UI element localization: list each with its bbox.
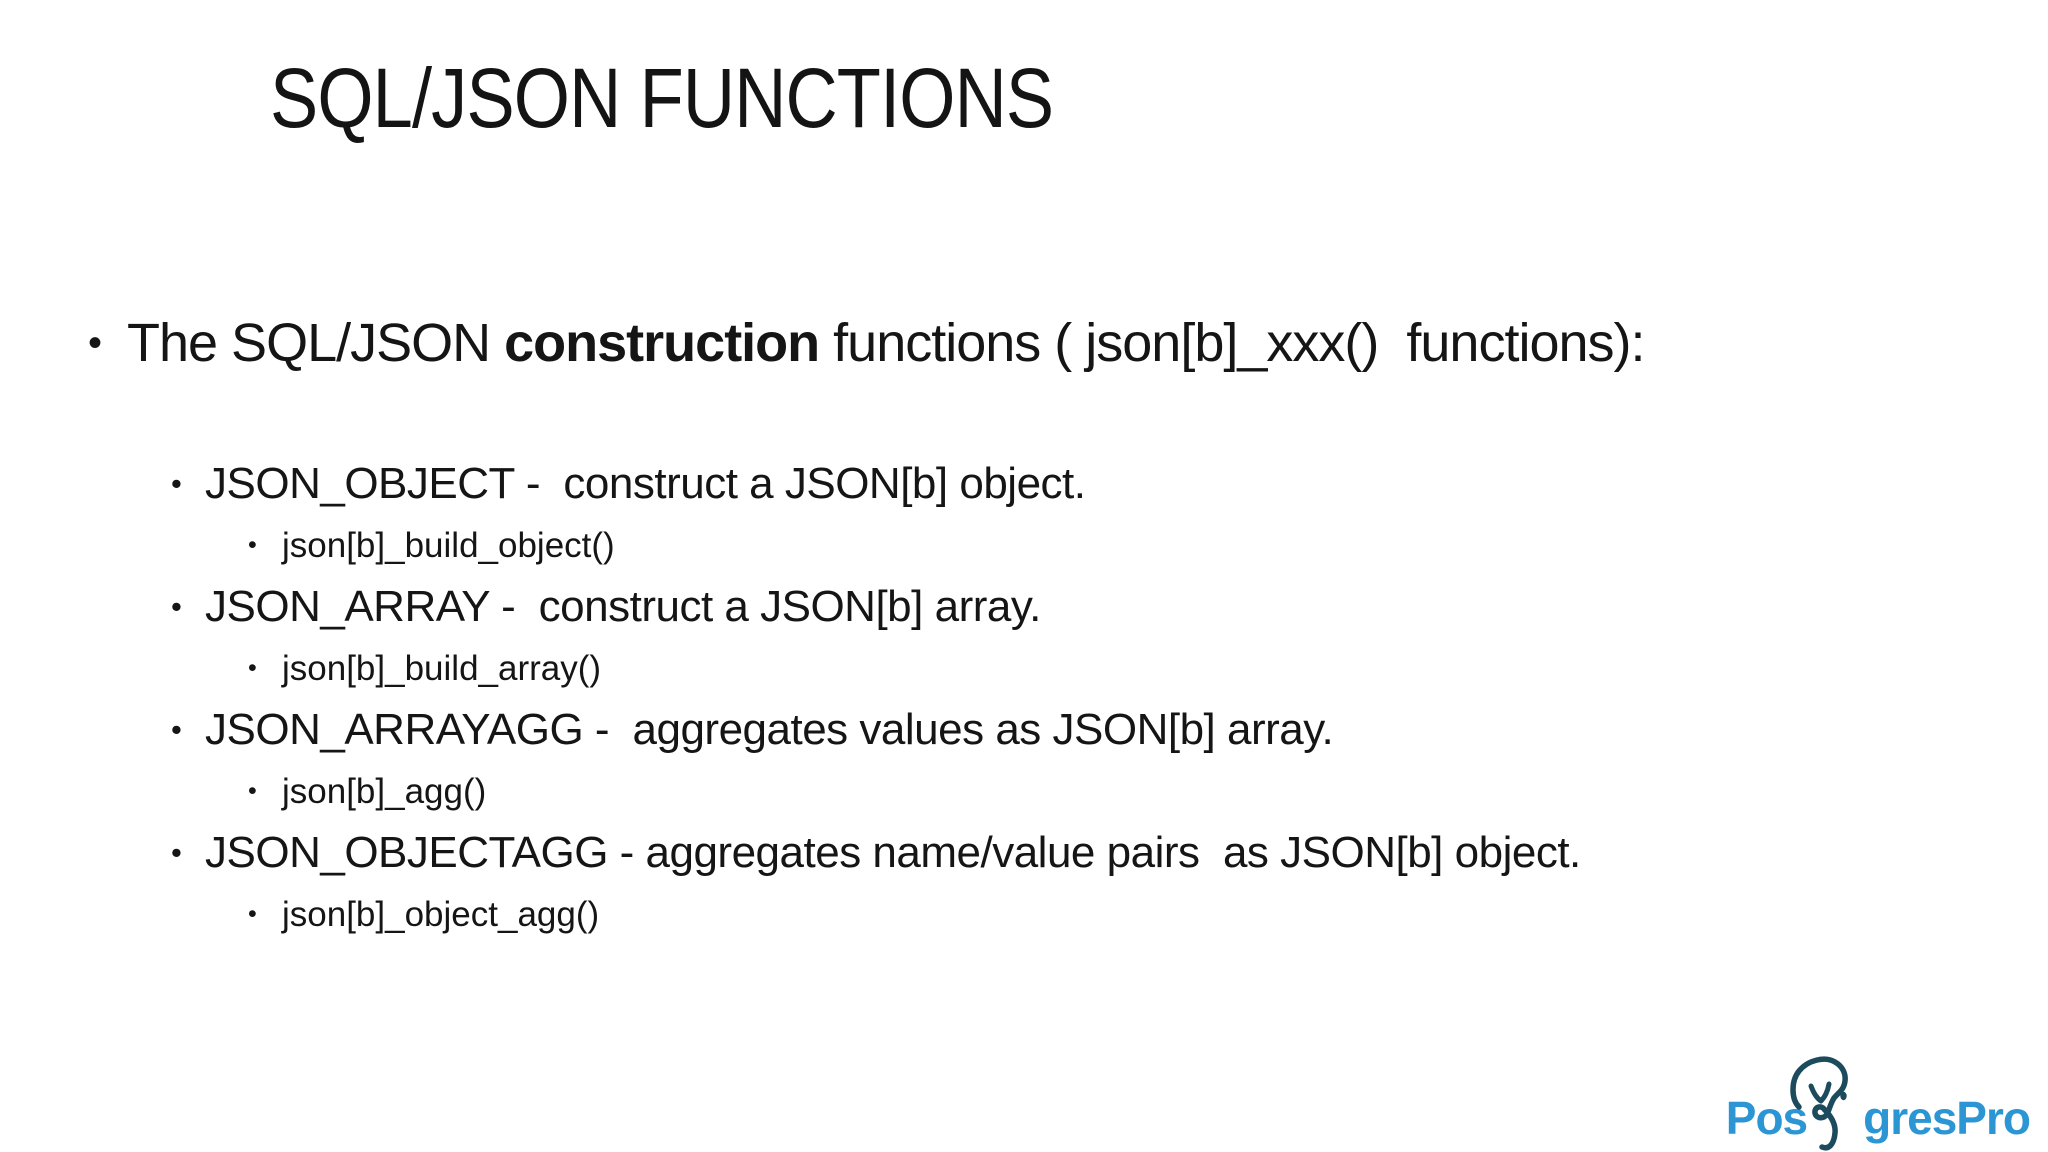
bullet-icon: •: [171, 589, 182, 624]
list-item-function-line: • json[b]_build_object(): [248, 516, 1581, 575]
list-item: • JSON_OBJECTAGG - aggregates name/value…: [171, 821, 1581, 944]
list-item-title-line: • JSON_ARRAYAGG - aggregates values as J…: [171, 698, 1581, 762]
main-bullet-text: The SQL/JSON construction functions ( js…: [127, 310, 1646, 376]
item-function: json[b]_agg(): [282, 772, 487, 811]
list-item-title-line: • JSON_ARRAY - construct a JSON[b] array…: [171, 575, 1581, 639]
list-item: • JSON_ARRAYAGG - aggregates values as J…: [171, 698, 1581, 821]
list-item: • JSON_OBJECT - construct a JSON[b] obje…: [171, 452, 1581, 575]
list-item-title-line: • JSON_OBJECT - construct a JSON[b] obje…: [171, 452, 1581, 516]
main-bullet-line: • The SQL/JSON construction functions ( …: [88, 310, 1646, 376]
page-title: SQL/JSON FUNCTIONS: [270, 51, 1054, 145]
list-item-function-line: • json[b]_object_agg(): [248, 885, 1581, 944]
main-bullet-prefix: The SQL/JSON: [127, 313, 505, 373]
bullet-icon: •: [171, 712, 182, 747]
bullet-icon: •: [171, 466, 182, 501]
function-list: • JSON_OBJECT - construct a JSON[b] obje…: [171, 452, 1581, 944]
main-bullet-suffix: functions ( json[b]_xxx() functions):: [819, 313, 1645, 373]
bullet-icon: •: [88, 321, 103, 365]
item-function: json[b]_object_agg(): [282, 895, 600, 934]
bullet-icon: •: [248, 777, 257, 805]
list-item-function-line: • json[b]_agg(): [248, 762, 1581, 821]
item-title: JSON_OBJECTAGG - aggregates name/value p…: [205, 828, 1581, 877]
item-title: JSON_ARRAY - construct a JSON[b] array.: [205, 582, 1041, 631]
postgrespro-logo: Pos gresPro: [1726, 1053, 2031, 1151]
bullet-icon: •: [171, 835, 182, 870]
list-item-function-line: • json[b]_build_array(): [248, 639, 1581, 698]
logo-text-grespro: gresPro: [1863, 1092, 2031, 1144]
list-item-title-line: • JSON_OBJECTAGG - aggregates name/value…: [171, 821, 1581, 885]
item-title: JSON_OBJECT - construct a JSON[b] object…: [205, 459, 1086, 508]
elephant-icon: [1790, 1056, 1849, 1151]
bullet-icon: •: [248, 531, 257, 559]
list-item: • JSON_ARRAY - construct a JSON[b] array…: [171, 575, 1581, 698]
item-function: json[b]_build_array(): [282, 649, 602, 688]
bullet-icon: •: [248, 654, 257, 682]
bullet-icon: •: [248, 900, 257, 928]
item-title: JSON_ARRAYAGG - aggregates values as JSO…: [205, 705, 1334, 754]
main-bullet-bold: construction: [504, 313, 820, 373]
item-function: json[b]_build_object(): [282, 526, 615, 565]
